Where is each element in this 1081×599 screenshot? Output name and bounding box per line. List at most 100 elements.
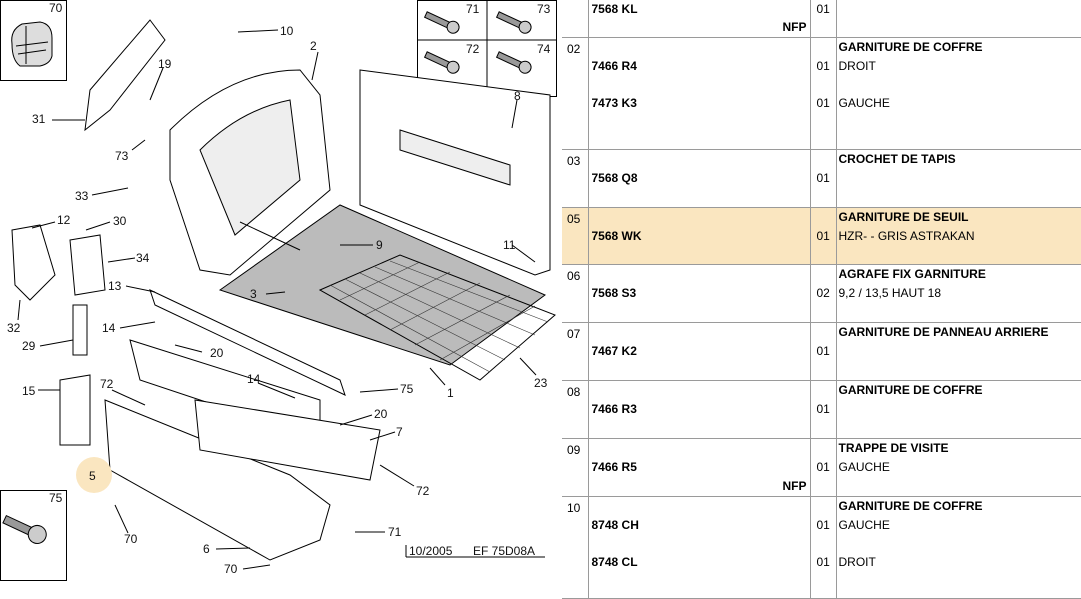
part-ref: 7466 R4 <box>592 57 810 76</box>
callout-29: 29 <box>22 339 36 353</box>
callout-20b: 20 <box>374 407 388 421</box>
row-desc: GARNITURE DE SEUIL HZR- - GRIS ASTRAKAN <box>836 207 1081 264</box>
row-desc: TRAPPE DE VISITE GAUCHE <box>836 438 1081 496</box>
row-qty: 01 01 <box>810 37 836 149</box>
row-qty: 01 <box>810 207 836 264</box>
row-qty: 01 01 <box>810 496 836 598</box>
callout-75: 75 <box>400 382 414 396</box>
callout-33: 33 <box>75 189 89 203</box>
inset-label: 70 <box>49 1 63 15</box>
row-refs: 7466 R4 7473 K3 <box>588 37 810 149</box>
row-qty: 01 <box>810 438 836 496</box>
parts-table: 7568 KL NFP 01 02 7466 R4 7473 K3 01 01 … <box>562 0 1081 599</box>
inset-label-74: 74 <box>537 42 551 56</box>
row-qty: 01 <box>810 380 836 438</box>
callout-10: 10 <box>280 24 294 38</box>
inset-label-71: 71 <box>466 2 480 16</box>
row-qty: 01 <box>810 149 836 207</box>
callout-19: 19 <box>158 57 172 71</box>
callout-2: 2 <box>310 39 317 53</box>
part-title: CROCHET DE TAPIS <box>839 150 1081 169</box>
row-number <box>562 0 588 37</box>
reference-code: EF 75D08A <box>473 544 535 558</box>
table-row[interactable]: 08 7466 R3 01 GARNITURE DE COFFRE <box>562 380 1081 438</box>
table-row[interactable]: 03 7568 Q8 01 CROCHET DE TAPIS <box>562 149 1081 207</box>
part-ref: 7568 Q8 <box>592 169 810 188</box>
row-number: 10 <box>562 496 588 598</box>
callout-14: 14 <box>102 321 116 335</box>
callout-70b: 70 <box>224 562 238 576</box>
part-ref: 8748 CL <box>592 553 810 572</box>
row-refs: 7568 KL NFP <box>588 0 810 37</box>
part-title: GARNITURE DE COFFRE <box>839 38 1081 57</box>
reference-date: 10/2005 <box>409 544 453 558</box>
part-ref: 7568 KL <box>592 0 810 19</box>
parts-table-container: 7568 KL NFP 01 02 7466 R4 7473 K3 01 01 … <box>562 0 1081 598</box>
callout-14b: 14 <box>247 372 261 386</box>
row-desc: AGRAFE FIX GARNITURE 9,2 / 13,5 HAUT 18 <box>836 264 1081 322</box>
part-ref: 7568 WK <box>592 227 810 246</box>
row-qty: 01 <box>810 0 836 37</box>
callout-7: 7 <box>396 425 403 439</box>
table-row[interactable]: 07 7467 K2 01 GARNITURE DE PANNEAU ARRIE… <box>562 322 1081 380</box>
row-desc: CROCHET DE TAPIS <box>836 149 1081 207</box>
table-row[interactable]: 7568 KL NFP 01 <box>562 0 1081 37</box>
part-title: TRAPPE DE VISITE <box>839 439 1081 458</box>
part-title: AGRAFE FIX GARNITURE <box>839 265 1081 284</box>
callout-31: 31 <box>32 112 46 126</box>
callout-23: 23 <box>534 376 548 390</box>
inset-label-72: 72 <box>466 42 480 56</box>
row-qty: 02 <box>810 264 836 322</box>
row-number: 03 <box>562 149 588 207</box>
callout-8: 8 <box>514 89 521 103</box>
row-refs: 7466 R3 <box>588 380 810 438</box>
row-refs: 7568 WK <box>588 207 810 264</box>
callout-6: 6 <box>203 542 210 556</box>
row-refs: 7467 K2 <box>588 322 810 380</box>
row-number: 08 <box>562 380 588 438</box>
callout-1: 1 <box>447 386 454 400</box>
callout-20: 20 <box>210 346 224 360</box>
callout-12: 12 <box>57 213 71 227</box>
row-desc: GARNITURE DE COFFRE DROIT GAUCHE <box>836 37 1081 149</box>
row-desc: GARNITURE DE COFFRE GAUCHE DROIT <box>836 496 1081 598</box>
row-refs: 7568 S3 <box>588 264 810 322</box>
table-row-highlighted[interactable]: 05 7568 WK 01 GARNITURE DE SEUIL HZR- - … <box>562 207 1081 264</box>
diagram-reference: 10/2005 EF 75D08A <box>406 544 545 558</box>
part-ref: 7568 S3 <box>592 284 810 303</box>
row-refs: 8748 CH 8748 CL <box>588 496 810 598</box>
part-ref: 7466 R5 <box>592 458 810 477</box>
inset-clip-70: 70 <box>1 1 67 81</box>
callout-15: 15 <box>22 384 36 398</box>
table-row[interactable]: 02 7466 R4 7473 K3 01 01 GARNITURE DE CO… <box>562 37 1081 149</box>
table-row[interactable]: 09 7466 R5 NFP 01 TRAPPE DE VISITE GAUCH… <box>562 438 1081 496</box>
exploded-parts-diagram: 70 71 73 72 74 75 <box>0 0 562 598</box>
row-qty: 01 <box>810 322 836 380</box>
row-desc: GARNITURE DE PANNEAU ARRIERE <box>836 322 1081 380</box>
part-ref: 7467 K2 <box>592 342 810 361</box>
nfp-flag: NFP <box>783 18 807 37</box>
callout-34: 34 <box>136 251 150 265</box>
part-ref: 8748 CH <box>592 516 810 535</box>
part-title: GARNITURE DE PANNEAU ARRIERE <box>839 323 1081 342</box>
table-row[interactable]: 10 8748 CH 8748 CL 01 01 GARNITURE DE CO… <box>562 496 1081 598</box>
nfp-flag: NFP <box>783 477 807 496</box>
diagram-svg: 70 71 73 72 74 75 <box>0 0 562 598</box>
table-row[interactable]: 06 7568 S3 02 AGRAFE FIX GARNITURE 9,2 /… <box>562 264 1081 322</box>
callout-13: 13 <box>108 279 122 293</box>
part-ref: 7473 K3 <box>592 94 810 113</box>
inset-label-75: 75 <box>49 491 63 505</box>
callout-72: 72 <box>100 377 114 391</box>
callout-71: 71 <box>388 525 402 539</box>
row-number: 02 <box>562 37 588 149</box>
callout-3: 3 <box>250 287 257 301</box>
callout-70: 70 <box>124 532 138 546</box>
row-desc <box>836 0 1081 37</box>
row-number: 09 <box>562 438 588 496</box>
row-desc: GARNITURE DE COFFRE <box>836 380 1081 438</box>
callout-11: 11 <box>503 238 516 252</box>
part-ref: 7466 R3 <box>592 400 810 419</box>
part-title: GARNITURE DE SEUIL <box>839 208 1081 227</box>
row-number: 06 <box>562 264 588 322</box>
callout-73: 73 <box>115 149 129 163</box>
